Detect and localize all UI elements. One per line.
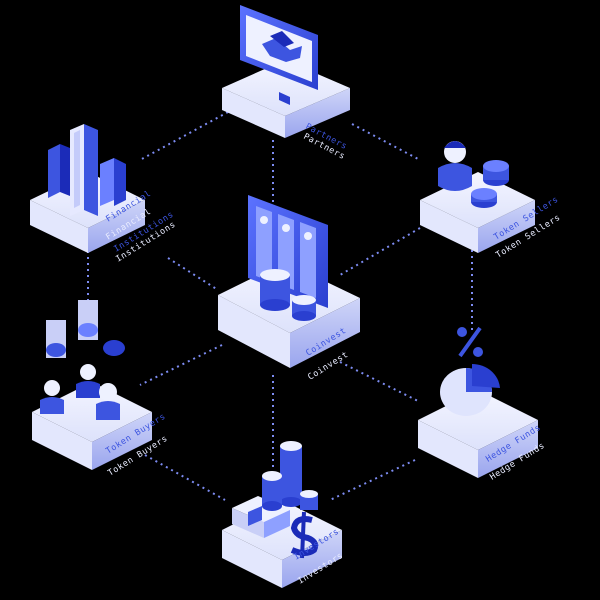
connector-lines — [87, 111, 473, 501]
node-partners[interactable]: Partners Partners — [222, 5, 350, 162]
dollar-sign-icon — [290, 511, 319, 559]
handshake-monitor-icon — [240, 5, 318, 105]
connector-hedge-investors — [329, 459, 416, 501]
node-investors[interactable]: Investors Investors — [222, 441, 345, 588]
percent-icon — [457, 326, 483, 358]
connector-fi-coinvest — [167, 257, 219, 291]
coinvest-coins-icon — [260, 269, 316, 321]
pie-chart-icon — [440, 363, 500, 416]
connector-partners-fi — [139, 111, 229, 161]
connector-coinvest-buyers — [139, 344, 223, 386]
platform-partners — [222, 60, 350, 116]
node-hedge-funds[interactable]: Hedge Funds Hedge Funds — [418, 326, 547, 483]
seller-person-icon — [438, 141, 472, 191]
node-token-sellers[interactable]: Token Sellers Token Sellers — [420, 141, 563, 261]
money-stack-icon — [232, 496, 290, 538]
connector-partners-sellers — [351, 123, 421, 161]
investor-coin-towers-icon — [262, 441, 318, 511]
node-coinvest[interactable]: Coinvest Coinvest — [218, 195, 360, 383]
connector-sellers-coinvest — [339, 227, 421, 276]
floating-coins-icon — [46, 300, 125, 358]
connector-coinvest-hedge — [339, 361, 421, 403]
coin-stack-icon — [471, 160, 509, 208]
connector-buyers-investors — [144, 454, 226, 501]
node-financial-institutions[interactable]: Financial Financial Institutions Institu… — [30, 124, 178, 265]
node-token-buyers[interactable]: Token Buyers Token Buyers — [32, 300, 170, 479]
office-buildings-icon — [48, 124, 126, 216]
buyer-people-icon — [40, 364, 120, 420]
